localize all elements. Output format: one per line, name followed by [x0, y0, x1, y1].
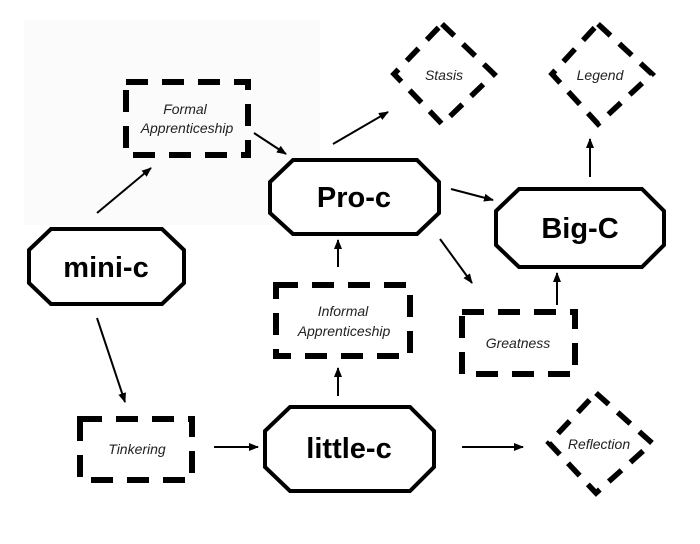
edge-pro-c-to-stasis [332, 111, 389, 145]
node-label-line2: Apprenticeship [140, 120, 234, 136]
node-little-c[interactable]: little-c [263, 405, 436, 493]
dashed-rectangle-shape [77, 416, 195, 483]
node-informal-apprenticeship[interactable]: Informal Apprenticeship [273, 282, 413, 359]
edge-mini-c-to-tinkering [96, 317, 126, 403]
dashed-rectangle-shape [459, 309, 578, 377]
octagon-shape [268, 158, 441, 236]
node-label: Legend [577, 67, 625, 83]
node-label: Stasis [425, 67, 463, 83]
node-legend[interactable]: Legend [548, 20, 657, 128]
edge-pro-c-to-greatness [439, 238, 473, 284]
dashed-diamond-shape [548, 20, 657, 128]
node-big-c[interactable]: Big-C [494, 187, 666, 269]
node-label-line2: Apprenticeship [297, 323, 391, 339]
node-label: little-c [306, 433, 391, 465]
node-label-line1: Formal [163, 101, 207, 117]
node-greatness[interactable]: Greatness [459, 309, 578, 377]
dashed-rectangle-shape [123, 79, 251, 158]
node-label: Tinkering [108, 441, 166, 457]
edge-mini-c-to-formal-apprenticeship [96, 167, 152, 214]
node-label: mini-c [63, 252, 148, 284]
node-label: Big-C [541, 213, 618, 245]
edge-formal-apprenticeship-to-pro-c [253, 132, 287, 155]
edges [96, 111, 594, 451]
node-reflection[interactable]: Reflection [545, 389, 657, 497]
node-formal-apprenticeship[interactable]: Formal Apprenticeship [123, 79, 251, 158]
node-tinkering[interactable]: Tinkering [77, 416, 195, 483]
dashed-diamond-shape [545, 389, 657, 497]
edge-pro-c-to-big-c [450, 188, 494, 202]
node-label: Reflection [568, 436, 630, 452]
node-label: Greatness [486, 335, 551, 351]
node-mini-c[interactable]: mini-c [27, 227, 186, 306]
dashed-rectangle-shape [273, 282, 413, 359]
node-pro-c[interactable]: Pro-c [268, 158, 441, 236]
octagon-shape [27, 227, 186, 306]
node-label: Pro-c [317, 182, 391, 214]
node-stasis[interactable]: Stasis [390, 20, 498, 128]
octagon-shape [263, 405, 436, 493]
octagon-shape [494, 187, 666, 269]
dashed-diamond-shape [390, 20, 498, 128]
node-label-line1: Informal [318, 303, 369, 319]
